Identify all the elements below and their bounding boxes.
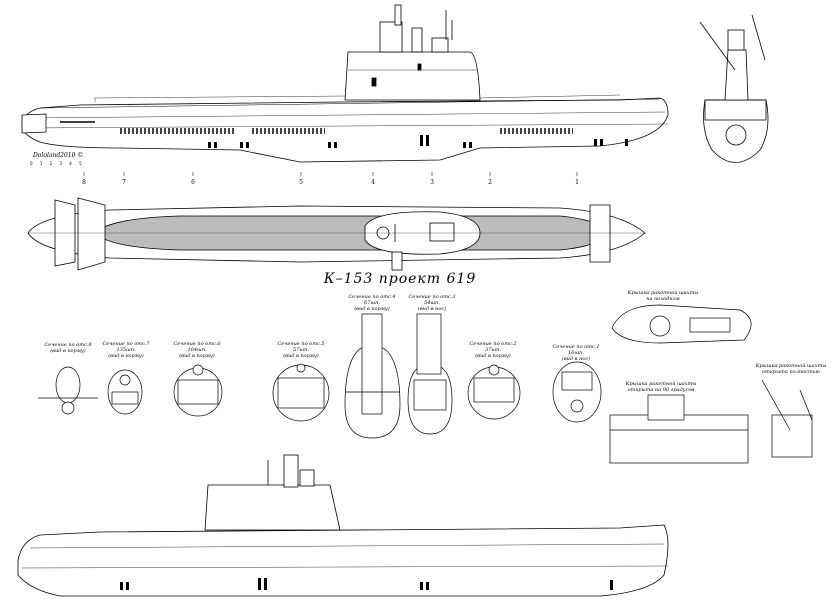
section-4-drawing <box>344 313 401 439</box>
scale-bar-numbers: 0 1 2 3 4 5 <box>30 161 85 166</box>
bottom-side-view <box>17 454 669 597</box>
section-1-label: Сечение по отс.1 16шп. (вид в нос) <box>552 344 600 362</box>
top-side-view <box>21 4 669 163</box>
hangar-raised-drawing <box>761 379 813 458</box>
top-plan-view <box>27 197 646 271</box>
section-5-label: Сечение по отс.5 57шп. (вид в корму) <box>277 341 325 359</box>
hangar-open-label: Крышка ракетной шахты открыта на 90 град… <box>625 381 697 393</box>
frame-marker-2: 2 <box>488 179 492 186</box>
section-5-drawing <box>272 363 330 422</box>
section-2-label: Сечение по отс.2 37шп. (вид в корму) <box>469 341 517 359</box>
section-4-label: Сечение по отс.4 67шп. (вид в корму) <box>348 294 396 312</box>
frame-marker-ticks <box>83 172 578 176</box>
section-6-label: Сечение по отс.6 104шп. (вид в корму) <box>173 341 221 359</box>
section-8-drawing <box>38 366 98 415</box>
frame-marker-4: 4 <box>371 179 375 186</box>
frame-marker-1: 1 <box>575 179 579 186</box>
section-7-label: Сечение по отс.7 135шп. (вид в корму) <box>102 341 150 359</box>
section-7-drawing <box>107 369 143 415</box>
section-6-drawing <box>173 364 223 417</box>
section-3-drawing <box>407 313 453 435</box>
frame-marker-8: 8 <box>82 179 86 186</box>
section-8-label: Сечение по отс.8 (вид в корму) <box>44 342 92 354</box>
frame-marker-3: 3 <box>430 179 434 186</box>
front-view-top <box>699 14 769 163</box>
frame-marker-7: 7 <box>122 179 126 186</box>
author-signature: Dololand2010 © <box>33 152 84 159</box>
section-2-drawing <box>467 364 521 420</box>
section-3-label: Сечение по отс.3 54шп. (вид в нос) <box>408 294 456 312</box>
section-1-drawing <box>552 361 602 423</box>
hangar-stowed-drawing <box>611 304 752 344</box>
hangar-stowed-label: Крышка ракетной шахты на походном <box>627 290 699 302</box>
frame-marker-6: 6 <box>191 179 195 186</box>
hull-sections <box>38 313 602 439</box>
drawing-title: К–153 проект 619 <box>323 271 477 287</box>
hangar-open-drawing <box>609 394 749 464</box>
hangar-raised-label: Крышка ракетной шахты открыта полностью <box>755 363 827 375</box>
frame-marker-5: 5 <box>299 179 303 186</box>
